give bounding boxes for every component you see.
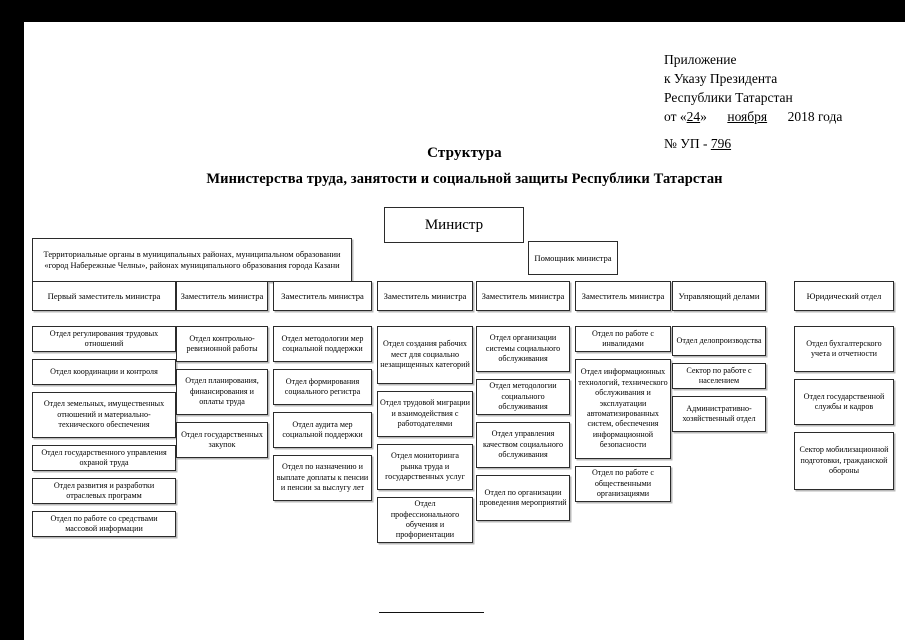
date-prefix: от « bbox=[664, 109, 687, 124]
org-box-c8-i1: Отдел бухгалтерского учета и отчетности bbox=[794, 326, 894, 372]
header-line-1: Приложение bbox=[664, 52, 737, 67]
org-column-head-6: Заместитель министра bbox=[575, 281, 671, 311]
date-year: 2018 года bbox=[787, 109, 843, 124]
org-box-c2-i3: Отдел государственных закупок bbox=[176, 422, 268, 458]
org-box-c3-i3: Отдел аудита мер социальной поддержки bbox=[273, 412, 372, 448]
org-column-head-3: Заместитель министра bbox=[273, 281, 372, 311]
org-box-c2-i2: Отдел планирования, финансирования и опл… bbox=[176, 369, 268, 415]
org-box-c4-i4: Отдел профессионального обучения и профо… bbox=[377, 497, 473, 543]
org-box-c6-i2: Отдел информационных технологий, техниче… bbox=[575, 359, 671, 459]
org-column-head-7: Управляющий делами bbox=[672, 281, 766, 311]
org-box-c3-i1: Отдел методологии мер социальной поддерж… bbox=[273, 326, 372, 362]
document-page: Приложение к Указу Президента Республики… bbox=[24, 22, 905, 640]
org-box-c7-i2: Сектор по работе с населением bbox=[672, 363, 766, 389]
org-box-minister: Министр bbox=[384, 207, 524, 243]
org-box-c8-i3: Сектор мобилизационной подготовки, гражд… bbox=[794, 432, 894, 490]
org-box-c5-i4: Отдел по организации проведения мероприя… bbox=[476, 475, 570, 521]
org-box-c5-i1: Отдел организации системы социального об… bbox=[476, 326, 570, 372]
number-label: № УП - bbox=[664, 136, 708, 151]
org-box-c5-i3: Отдел управления качеством социального о… bbox=[476, 422, 570, 468]
org-box-assistant-minister: Помощник министра bbox=[528, 241, 618, 275]
org-column-head-2: Заместитель министра bbox=[176, 281, 268, 311]
org-box-c1-i5: Отдел развития и разработки отраслевых п… bbox=[32, 478, 176, 504]
date-mid: » bbox=[700, 109, 707, 124]
org-box-territorial-bodies: Территориальные органы в муниципальных р… bbox=[32, 238, 352, 282]
document-header: Приложение к Указу Президента Республики… bbox=[664, 50, 842, 153]
org-box-c6-i3: Отдел по работе с общественными организа… bbox=[575, 466, 671, 502]
org-box-c1-i3: Отдел земельных, имущественных отношений… bbox=[32, 392, 176, 438]
org-box-c6-i1: Отдел по работе с инвалидами bbox=[575, 326, 671, 352]
page-title: Структура Министерства труда, занятости … bbox=[24, 145, 905, 188]
org-box-c1-i6: Отдел по работе со средствами массовой и… bbox=[32, 511, 176, 537]
org-box-c7-i3: Административно-хозяйственный отдел bbox=[672, 396, 766, 432]
number-value: 796 bbox=[710, 136, 732, 151]
org-column-head-4: Заместитель министра bbox=[377, 281, 473, 311]
scan-border-top bbox=[0, 0, 905, 22]
header-date-line: от «24» ноября 2018 года bbox=[664, 107, 842, 126]
title-line-2: Министерства труда, занятости и социальн… bbox=[206, 171, 723, 187]
org-box-c7-i1: Отдел делопроизводства bbox=[672, 326, 766, 356]
org-column-head-1: Первый заместитель министра bbox=[32, 281, 176, 311]
footer-rule bbox=[379, 612, 484, 613]
org-box-c1-i4: Отдел государственного управления охрано… bbox=[32, 445, 176, 471]
org-box-c3-i4: Отдел по назначению и выплате доплаты к … bbox=[273, 455, 372, 501]
title-line-1: Структура bbox=[427, 145, 502, 161]
scan-border-left bbox=[0, 0, 24, 640]
header-number-line: № УП - 796 bbox=[664, 134, 842, 153]
date-month: ноября bbox=[727, 109, 768, 124]
org-box-c1-i2: Отдел координации и контроля bbox=[32, 359, 176, 385]
header-line-2: к Указу Президента bbox=[664, 71, 778, 86]
org-column-head-8: Юридический отдел bbox=[794, 281, 894, 311]
org-box-c3-i2: Отдел формирования социального регистра bbox=[273, 369, 372, 405]
org-box-c4-i3: Отдел мониторинга рынка труда и государс… bbox=[377, 444, 473, 490]
org-box-c4-i2: Отдел трудовой миграции и взаимодействия… bbox=[377, 391, 473, 437]
org-box-c1-i1: Отдел регулирования трудовых отношений bbox=[32, 326, 176, 352]
org-box-c5-i2: Отдел методологии социального обслуживан… bbox=[476, 379, 570, 415]
org-box-c2-i1: Отдел контрольно-ревизионной работы bbox=[176, 326, 268, 362]
org-column-head-5: Заместитель министра bbox=[476, 281, 570, 311]
date-day: 24 bbox=[686, 109, 701, 124]
header-line-3: Республики Татарстан bbox=[664, 90, 793, 105]
org-box-c4-i1: Отдел создания рабочих мест для социальн… bbox=[377, 326, 473, 384]
org-box-c8-i2: Отдел государственной службы и кадров bbox=[794, 379, 894, 425]
